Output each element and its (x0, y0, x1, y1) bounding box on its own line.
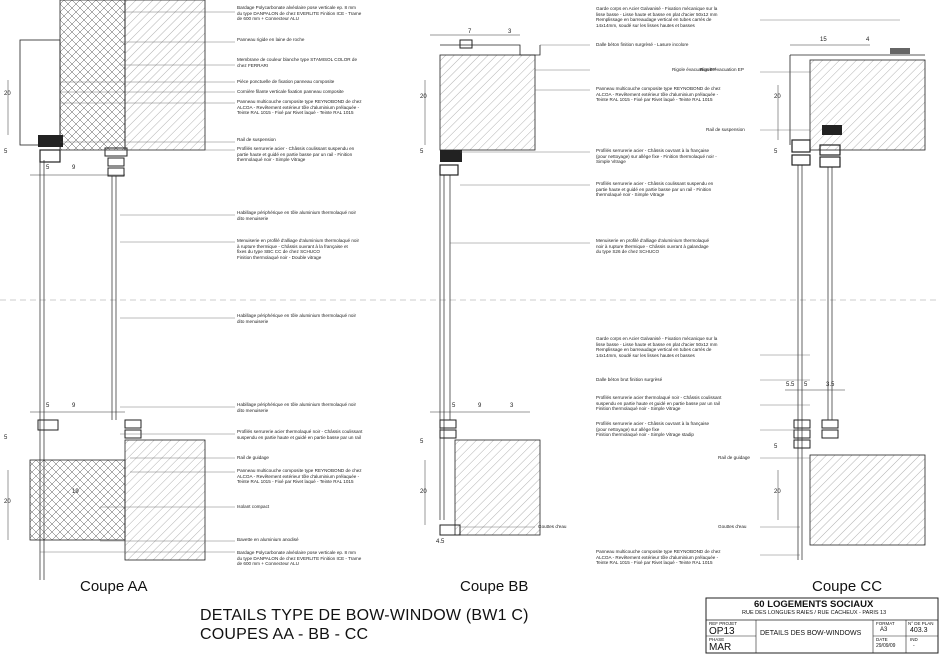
sheet-title: DETAILS DES BOW-WINDOWS (760, 630, 862, 637)
dim-cc-55: 5.5 (786, 382, 795, 388)
note-aa-10: Menuiserie en profilé d'alliage d'alumin… (237, 238, 360, 260)
note-aa-4: Pièce ponctuelle de fixation panneau com… (237, 79, 335, 84)
format-value: A3 (880, 627, 888, 633)
note-cc-8: Rail de guidage (718, 455, 750, 460)
dim-aa-9-bot: 9 (72, 403, 76, 409)
note-cc-4: Garde corps en Acier Galvanisé - Fixatio… (596, 336, 718, 358)
project-address: RUE DES LONGUES RAIES / RUE CACHEUX - PA… (742, 610, 887, 616)
note-aa-8: Profilés serrurerie acier - Châssis coul… (237, 146, 355, 163)
ind-value: - (913, 643, 915, 649)
dim-bb-7: 7 (468, 29, 472, 35)
dim-aa-9-top: 9 (72, 165, 76, 171)
format-label: FORMAT (876, 621, 895, 626)
note-aa-1: Bardage Polycarbonate alvéolaire pose ve… (237, 5, 362, 22)
note-aa-14: Rail de guidage (237, 455, 269, 460)
date-label: DATE (876, 637, 888, 642)
section-cc (760, 19, 926, 560)
dim-aa-5-low: 5 (4, 435, 8, 441)
note-aa-17: Bavette en aluminium anodisé (237, 537, 299, 542)
note-bb-4: Profilés serrurerie acier - Châssis ouvr… (596, 148, 717, 165)
title-block-frame (705, 597, 939, 654)
dim-bb-5: 5 (452, 403, 456, 409)
drawing-title: DETAILS TYPE DE BOW-WINDOW (BW1 C) (200, 607, 529, 624)
note-aa-15: Panneau multicouche composite type REYNO… (237, 468, 362, 485)
dim-bb-5-low: 5 (420, 439, 424, 445)
note-aa-7: Rail de suspension (237, 137, 276, 142)
ind-label: IND (910, 637, 918, 642)
note-aa-18: Bardage Polycarbonate alvéolaire pose ve… (237, 550, 362, 567)
note-aa-9: Habillage périphérique en tôle aluminium… (237, 210, 356, 221)
dim-cc-5-mid: 5 (804, 382, 808, 388)
note-bb-6: Menuiserie en profilé d'alliage d'alumin… (596, 238, 710, 255)
dim-aa-19: 19 (72, 489, 79, 495)
dim-aa-5-top: 5 (4, 149, 8, 155)
note-cc-5: Dalle béton brut finition surgrèsé (596, 377, 663, 382)
dim-aa-20-top: 20 (4, 91, 11, 97)
note-cc-1: Garde corps en Acier Galvanisé - Fixatio… (596, 6, 718, 28)
dim-cc-20-top: 20 (774, 94, 781, 100)
caption-coupe-cc: Coupe CC (812, 578, 883, 595)
dim-cc-15: 15 (820, 37, 827, 43)
dim-aa-5-mid: 5 (46, 165, 50, 171)
plan-number: 403.3 (910, 627, 928, 634)
note-aa-6: Panneau multicouche composite type REYNO… (237, 99, 362, 116)
section-bb (424, 34, 590, 536)
project-name: 60 LOGEMENTS SOCIAUX (754, 599, 874, 610)
dim-bb-3: 3 (508, 29, 512, 35)
note-cc-2: Rigole évacuation EP (700, 67, 744, 72)
note-aa-3: Membrane de couleur blanche type STAMISO… (237, 57, 358, 68)
caption-coupe-aa: Coupe AA (80, 578, 148, 595)
dim-cc-5-top: 5 (774, 149, 778, 155)
phase-label: PHASE (709, 637, 725, 642)
note-cc-3: Rail de suspension (706, 127, 745, 132)
dim-cc-5-low: 5 (774, 444, 778, 450)
note-cc-6: Profilés serrurerie acier thermolaqué no… (596, 395, 722, 412)
note-aa-13: Profilés serrurerie acier thermolaqué no… (237, 429, 363, 440)
dim-bb-20-bot: 20 (420, 489, 427, 495)
note-aa-2: Panneau rigide en laine de roche (237, 37, 305, 42)
note-aa-12: Habillage périphérique en tôle aluminium… (237, 402, 356, 413)
phase-value: MAR (709, 642, 732, 653)
dim-bb-3-bot: 3 (510, 403, 514, 409)
dim-aa-20-bot: 20 (4, 499, 11, 505)
drawing-subtitle: COUPES AA - BB - CC (200, 626, 369, 643)
note-bb-5: Profilés serrurerie acier - Châssis coul… (596, 181, 714, 198)
note-aa-11: Habillage périphérique en tôle aluminium… (237, 313, 356, 324)
dim-bb-45: 4.5 (436, 539, 445, 545)
note-cc-10: Panneau multicouche composite type REYNO… (596, 549, 721, 566)
plan-label: N° DE PLAN (908, 621, 934, 626)
dim-aa-5-bot: 5 (46, 403, 50, 409)
dim-cc-20-bot: 20 (774, 489, 781, 495)
date-value: 29/09/09 (876, 643, 896, 649)
section-aa (7, 0, 235, 580)
note-cc-7: Profilés serrurerie acier - Châssis ouvr… (596, 421, 710, 438)
dim-cc-4: 4 (866, 37, 870, 43)
caption-coupe-bb: Coupe BB (460, 578, 529, 595)
dim-bb-9: 9 (478, 403, 482, 409)
project-ref: OP13 (709, 626, 735, 637)
note-bb-3: Panneau multicouche composite type REYNO… (596, 86, 721, 103)
note-aa-16: Isolant compact (237, 504, 270, 509)
dim-bb-20-top: 20 (420, 94, 427, 100)
note-bb-1: Dalle béton finition surgrèsé - Lasure i… (596, 42, 689, 47)
dim-cc-35: 3.5 (826, 382, 835, 388)
note-aa-5: Cornière filante verticale fixation pann… (237, 89, 344, 94)
dim-bb-5-top: 5 (420, 149, 424, 155)
note-bb-7: Gouttes d'eau (538, 524, 567, 529)
ref-label: REF PROJET (709, 621, 738, 626)
note-bb-2: Rigole évacuation EP (672, 67, 716, 72)
note-cc-9: Gouttes d'eau (718, 524, 747, 529)
